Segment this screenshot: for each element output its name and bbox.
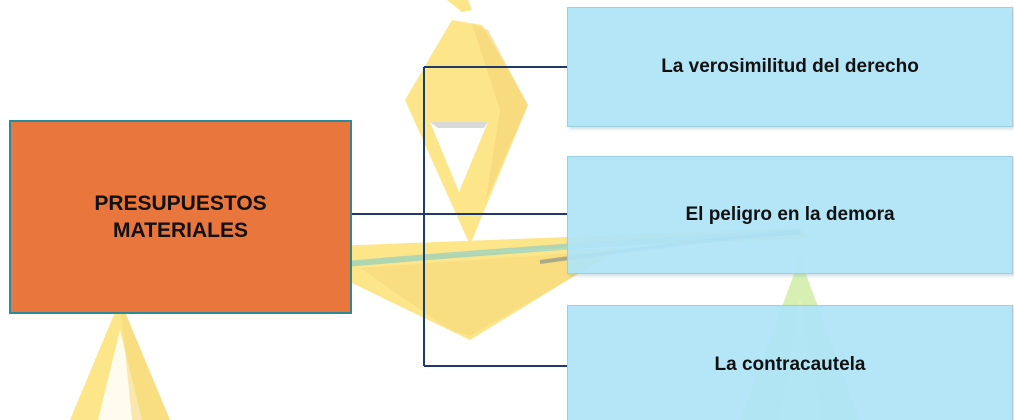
root-node: PRESUPUESTOS MATERIALES [9, 120, 352, 314]
child-node-label: La verosimilitud del derecho [661, 56, 919, 77]
watermark-cutout [430, 122, 488, 192]
watermark-hook [447, 0, 472, 12]
child-node-label: El peligro en la demora [685, 204, 895, 225]
child-node-contracautela: La contracautela [567, 305, 1013, 420]
child-node-verosimilitud: La verosimilitud del derecho [567, 7, 1013, 127]
root-node-label: PRESUPUESTOS MATERIALES [94, 191, 267, 242]
watermark-cutout-shade [430, 122, 488, 128]
child-node-peligro: El peligro en la demora [567, 156, 1013, 274]
child-node-label: La contracautela [714, 354, 866, 375]
watermark-pendant-shadow [472, 24, 528, 200]
watermark-left-cone-shade [120, 300, 170, 420]
